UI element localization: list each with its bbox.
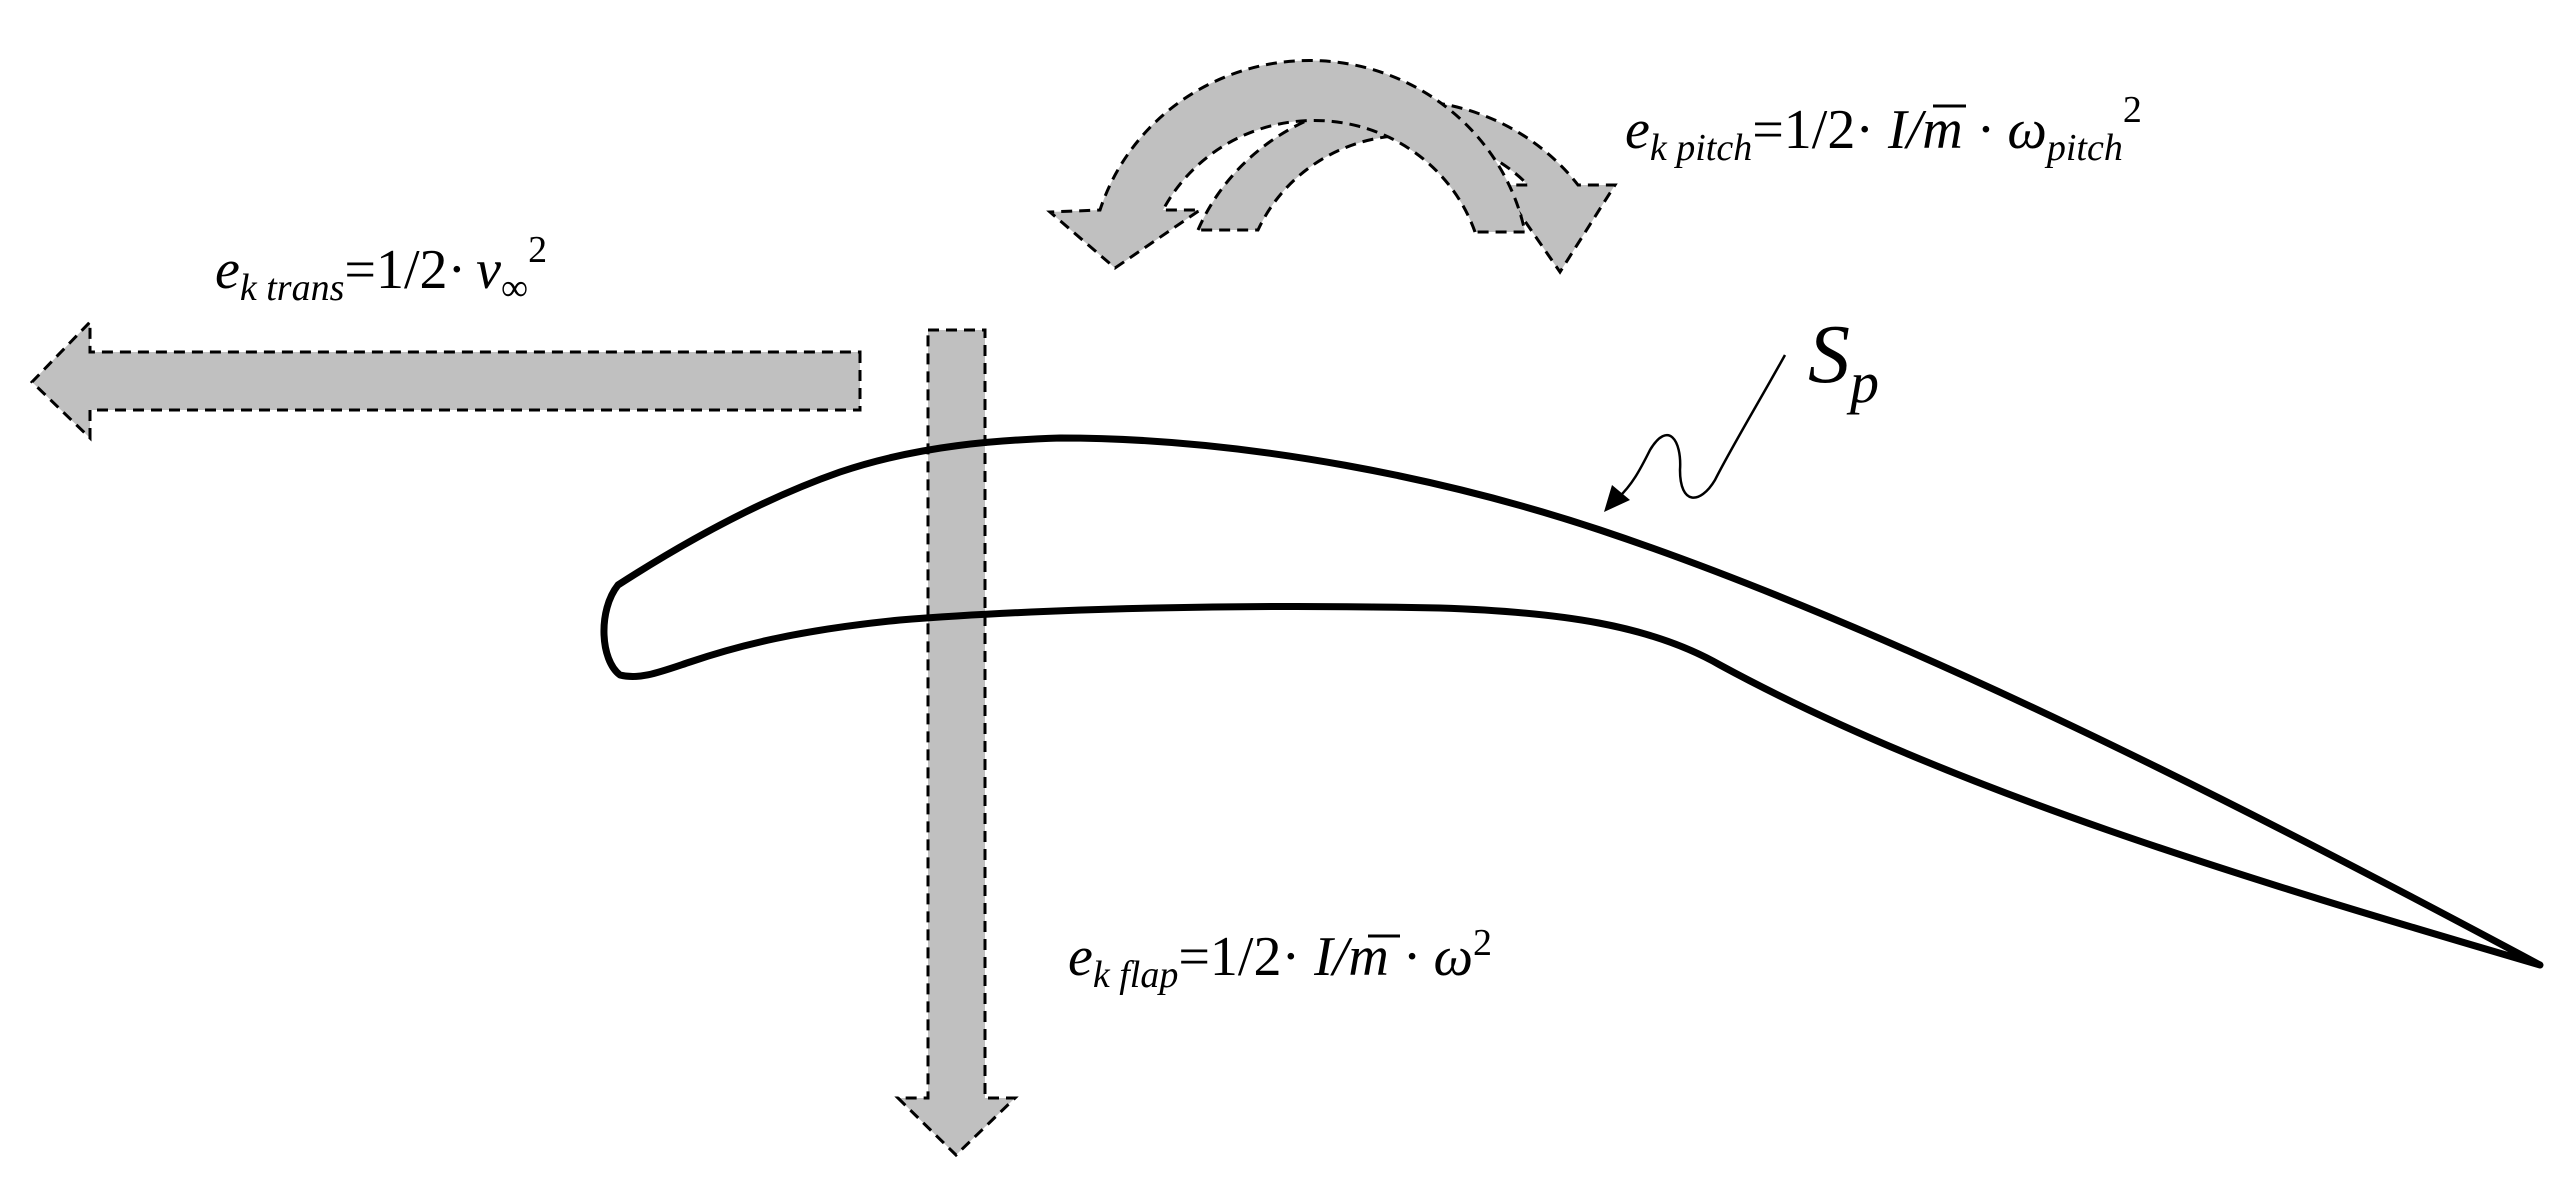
trans-dot: · <box>448 239 467 301</box>
translation-arrow <box>29 318 862 442</box>
surface-symbol: S <box>1808 308 1850 401</box>
pitch-equals: =1/2 <box>1752 99 1855 161</box>
pitch-energy-label: ek pitch=1/2·I/m·ωpitch2 <box>1625 89 2142 169</box>
trans-equals: =1/2 <box>344 239 447 301</box>
surface-pointer-line <box>1617 354 1787 499</box>
pitch-exponent: 2 <box>2123 89 2142 131</box>
pitch-subscript: k pitch <box>1650 127 1752 169</box>
flap-dot: · <box>1281 926 1300 988</box>
surface-pointer-arrowhead <box>1604 485 1630 512</box>
trans-velocity: v <box>476 239 501 301</box>
surface-subscript: p <box>1846 350 1879 415</box>
trans-subscript: k trans <box>240 267 345 309</box>
trans-exponent: 2 <box>528 229 547 271</box>
airfoil-profile <box>600 434 2544 969</box>
svg-text:ek trans=1/2·v∞2: ek trans=1/2·v∞2 <box>215 229 547 309</box>
flap-symbol: e <box>1068 926 1093 988</box>
flap-subscript: k flap <box>1093 954 1178 996</box>
flap-omega: ω <box>1433 926 1473 988</box>
flap-exponent: 2 <box>1473 922 1492 964</box>
pitch-dot: · <box>1855 99 1874 161</box>
trans-symbol: e <box>215 239 240 301</box>
flap-energy-label: ek flap=1/2·I/m·ω2 <box>1068 922 1492 996</box>
flap-dot-2: · <box>1403 926 1422 988</box>
trans-velocity-subscript: ∞ <box>501 267 528 309</box>
svg-text:Sp: Sp <box>1808 308 1879 415</box>
trans-energy-label: ek trans=1/2·v∞2 <box>215 229 547 309</box>
pitch-ratio: I/m <box>1887 99 1963 161</box>
pitch-arrow-rear <box>1195 98 1618 275</box>
surface-label: Sp <box>1808 308 1879 415</box>
flap-equals: =1/2 <box>1178 926 1281 988</box>
pitch-omega-subscript: pitch <box>2044 127 2123 169</box>
pitch-dot-2: · <box>1977 99 1996 161</box>
flap-arrow <box>894 328 1019 1158</box>
pitch-omega: ω <box>2007 99 2047 161</box>
svg-text:ek pitch=1/2·I/m·ωpitch2: ek pitch=1/2·I/m·ωpitch2 <box>1625 89 2142 169</box>
pitch-symbol: e <box>1625 99 1650 161</box>
pitch-arrow-front <box>1046 59 1527 270</box>
svg-text:ek flap=1/2·I/m·ω2: ek flap=1/2·I/m·ω2 <box>1068 922 1492 996</box>
